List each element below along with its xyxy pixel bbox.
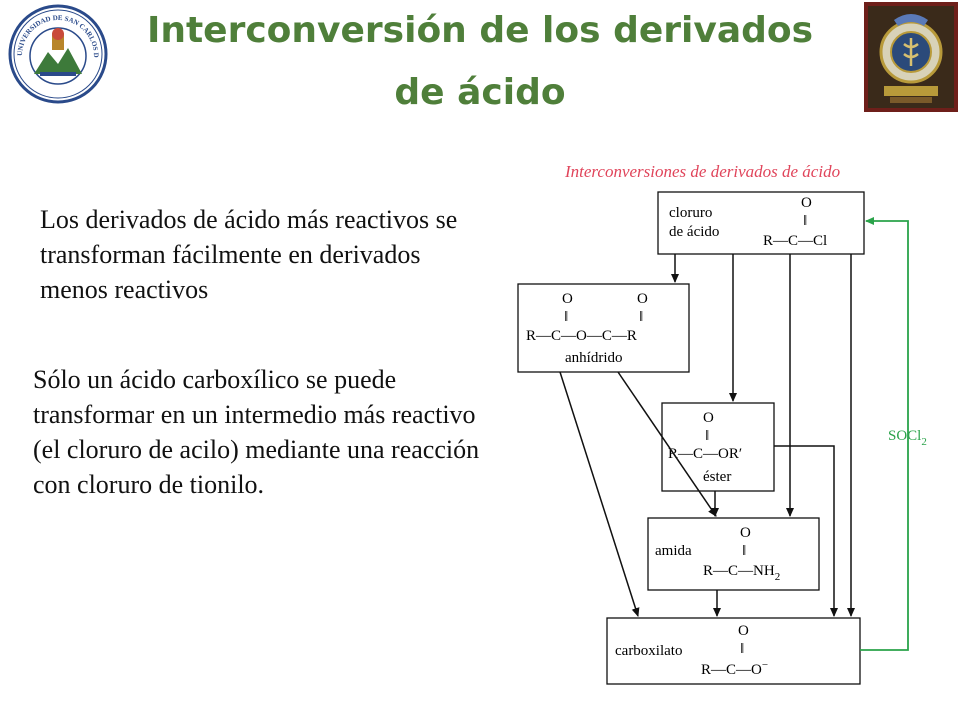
diagram-title: Interconversiones de derivados de ácido	[564, 162, 840, 181]
faculty-crest-icon	[864, 2, 958, 112]
cloruro-double-bond: ‖	[803, 213, 807, 229]
carboxilato-label: carboxilato	[615, 643, 682, 659]
anhidrido-double-bond-1: ‖	[564, 309, 568, 325]
carboxilato-formula: R—C—O−	[701, 659, 768, 678]
amida-formula: R—C—NH2	[703, 563, 780, 583]
carboxilato-formula-sup: −	[762, 659, 768, 671]
cloruro-label-1: cloruro	[669, 205, 712, 221]
cloruro-label-2: de ácido	[669, 224, 719, 240]
amida-formula-main: R—C—NH	[703, 563, 775, 579]
amida-oxygen: O	[740, 525, 751, 541]
arrow-socl2-carboxilato-to-cloruro	[860, 217, 909, 651]
reagent-socl2-main: SOCl	[888, 428, 921, 444]
box-anhidrido: O O ‖ ‖ R—C—O—C—R anhídrido	[517, 283, 690, 373]
carboxilato-double-bond: ‖	[740, 641, 744, 657]
amida-formula-sub: 2	[775, 571, 781, 583]
amida-label: amida	[655, 543, 692, 559]
ester-oxygen: O	[703, 410, 714, 426]
carboxilato-formula-main: R—C—O	[701, 662, 762, 678]
anhidrido-oxygen-1: O	[562, 291, 573, 307]
ester-double-bond: ‖	[705, 428, 709, 444]
arrow-ester-to-carboxilato	[774, 445, 838, 617]
box-ester: O ‖ R—C—OR′ éster	[661, 402, 775, 492]
ester-formula: R—C—OR′	[668, 446, 742, 462]
slide-title: Interconversión de los derivados de ácid…	[146, 10, 814, 113]
box-cloruro-de-acido: cloruro de ácido O ‖ R—C—Cl	[657, 191, 865, 255]
box-amida: amida O ‖ R—C—NH2	[647, 517, 820, 591]
box-carboxilato: carboxilato O ‖ R—C—O−	[606, 617, 861, 685]
paragraph-thionyl-chloride: Sólo un ácido carboxílico se puede trans…	[33, 365, 480, 499]
anhidrido-label: anhídrido	[565, 350, 623, 366]
arrow-anhidrido-to-amida	[617, 371, 717, 517]
carboxilato-oxygen: O	[738, 623, 749, 639]
anhidrido-oxygen-2: O	[637, 291, 648, 307]
anhidrido-formula: R—C—O—C—R	[526, 328, 637, 344]
reagent-socl2-sub: 2	[921, 436, 927, 448]
cloruro-oxygen: O	[801, 195, 812, 211]
university-seal-icon: UNIVERSIDAD DE SAN CARLOS DE GUATEMALA	[4, 4, 108, 104]
amida-double-bond: ‖	[742, 543, 746, 559]
ester-label: éster	[703, 469, 731, 485]
cloruro-formula: R—C—Cl	[763, 233, 827, 249]
anhidrido-double-bond-2: ‖	[639, 309, 643, 325]
interconversion-diagram: Interconversiones de derivados de ácido …	[517, 162, 927, 685]
reagent-socl2-label: SOCl2	[888, 428, 927, 448]
arrow-anhidrido-to-carboxilato	[559, 371, 640, 617]
paragraph-reactivity: Los derivados de ácido más reactivos se …	[40, 205, 458, 304]
